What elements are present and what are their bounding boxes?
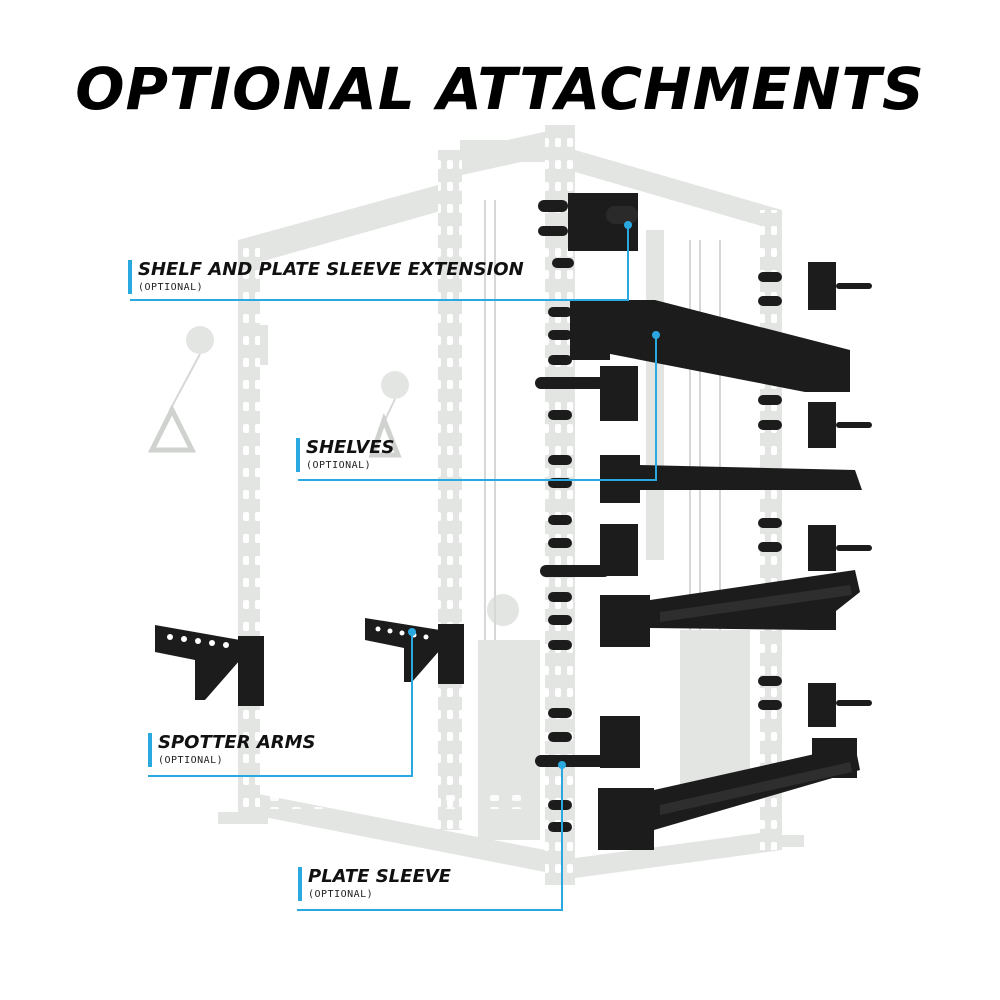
callout-shelf-plate-sleeve-extension: SHELF AND PLATE SLEEVE EXTENSION (OPTION… (128, 260, 524, 294)
shelf-texture (660, 585, 852, 815)
callout-note: (OPTIONAL) (308, 889, 374, 900)
callout-note: (OPTIONAL) (158, 755, 224, 766)
right-bracket-2 (808, 402, 836, 448)
shelf-top (600, 300, 850, 392)
callout-title: SPOTTER ARMS (158, 732, 316, 753)
plate-sleeve-3 (540, 565, 610, 577)
leader-dots (408, 221, 660, 769)
callout-accent-bar (298, 867, 302, 901)
callout-accent-bar (128, 260, 132, 294)
callout-shelves: SHELVES (OPTIONAL) (296, 438, 395, 472)
shelf-middle (640, 465, 862, 490)
callout-spotter-arms: SPOTTER ARMS (OPTIONAL) (148, 733, 316, 767)
handle-mid (368, 412, 402, 458)
pulley-stack (487, 594, 519, 626)
spotter-arm-left (155, 625, 264, 706)
callout-title: SHELF AND PLATE SLEEVE EXTENSION (138, 259, 524, 280)
top-beam-left (238, 185, 462, 262)
plate-sleeve-2 (535, 377, 605, 389)
leader-extension (130, 225, 629, 301)
right-bracket-4 (808, 683, 836, 727)
leader-plate-sleeve (297, 765, 563, 911)
callout-title: SHELVES (306, 437, 395, 458)
top-beam-right (575, 150, 782, 232)
callout-plate-sleeve: PLATE SLEEVE (OPTIONAL) (298, 867, 451, 901)
pulley-left (186, 326, 214, 354)
leader-shelves (298, 335, 657, 481)
plate-sleeve-bottom (535, 755, 610, 767)
callout-note: (OPTIONAL) (306, 460, 372, 471)
callout-accent-bar (296, 438, 300, 472)
callout-accent-bar (148, 733, 152, 767)
top-cap (460, 140, 550, 162)
handle-left (147, 404, 197, 453)
base-right (575, 830, 782, 878)
base-left (238, 790, 545, 872)
cables (169, 200, 721, 640)
spotter-arm-right (365, 618, 464, 684)
upright-pins (548, 272, 782, 832)
callout-note: (OPTIONAL) (138, 282, 204, 293)
spotter-holes (167, 626, 429, 648)
extension-sleeve-upper (538, 200, 568, 212)
pulley-mid (381, 371, 409, 399)
leader-lines (130, 225, 657, 911)
leader-spotter (148, 632, 413, 777)
callout-title: PLATE SLEEVE (308, 866, 451, 887)
right-bracket-1 (808, 262, 836, 310)
page-title: OPTIONAL ATTACHMENTS (75, 55, 925, 123)
weight-stack-left (478, 640, 540, 840)
extension-sleeve-lower (538, 226, 568, 236)
right-bracket-3 (808, 525, 836, 571)
